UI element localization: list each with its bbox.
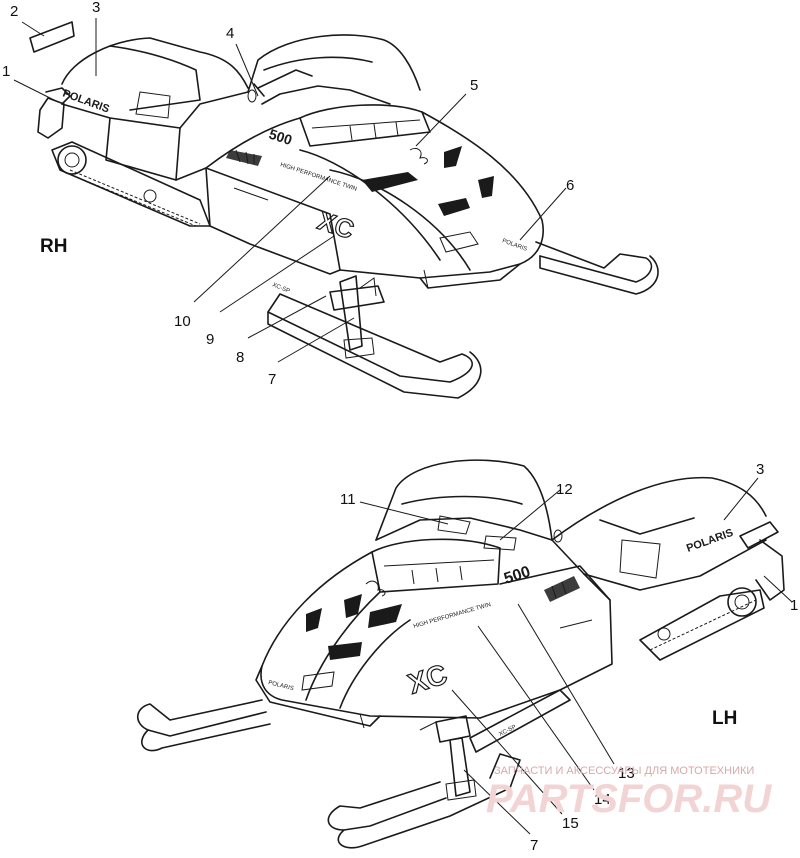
- lh-hood-text: HIGH PERFORMANCE TWIN: [413, 602, 492, 630]
- rh-callout-8: 8: [236, 349, 244, 366]
- rh-callout-5: 5: [470, 77, 478, 94]
- lh-callout-14: 14: [594, 791, 611, 808]
- lh-hood-brand: POLARIS: [268, 680, 295, 692]
- lh-brand-decal: POLARIS: [685, 527, 735, 555]
- lh-callout-12: 12: [556, 481, 573, 498]
- rh-callout-10: 10: [174, 313, 191, 330]
- lh-leader-lines: [359, 477, 793, 835]
- rh-engine-decal: 500: [267, 126, 294, 149]
- lh-engine-decal: 500: [502, 563, 533, 587]
- watermark-line2: PARTSFOR.RU: [486, 777, 772, 821]
- lh-callout-3: 3: [756, 461, 764, 478]
- rh-callout-2: 2: [10, 3, 18, 20]
- watermark-line1: ЗАПЧАСТИ И АКСЕССУАРЫ ДЛЯ МОТОТЕХНИКИ: [494, 765, 754, 777]
- lh-view-label: LH: [712, 708, 737, 729]
- rh-snowmobile: POLARIS 500 HIGH PERFORMANCE TWIN XC XC-…: [37, 34, 659, 399]
- rh-callout-6: 6: [566, 177, 574, 194]
- lh-callout-15: 15: [562, 815, 579, 832]
- rh-callout-7: 7: [268, 371, 276, 388]
- lh-callout-7: 7: [530, 837, 538, 854]
- rh-leader-lines: [13, 18, 567, 363]
- rh-callout-9: 9: [206, 331, 214, 348]
- rh-hood-brand: POLARIS: [501, 238, 527, 253]
- rh-callout-1: 1: [2, 63, 10, 80]
- lh-callout-11: 11: [340, 491, 356, 508]
- rh-callout-4: 4: [226, 25, 234, 42]
- rh-hood-text: HIGH PERFORMANCE TWIN: [279, 162, 357, 193]
- decal-2-shape: [29, 21, 75, 53]
- lh-callout-13: 13: [618, 765, 635, 782]
- rh-callout-3: 3: [92, 0, 100, 16]
- lh-model-decal: XC: [404, 658, 451, 700]
- lh-tunnel-decal: XC-SP: [498, 724, 517, 737]
- rh-model-decal: XC: [314, 205, 358, 245]
- lh-callout-1: 1: [790, 597, 798, 614]
- rh-view-label: RH: [40, 236, 67, 257]
- rh-tunnel-decal: XC-SP: [271, 282, 290, 294]
